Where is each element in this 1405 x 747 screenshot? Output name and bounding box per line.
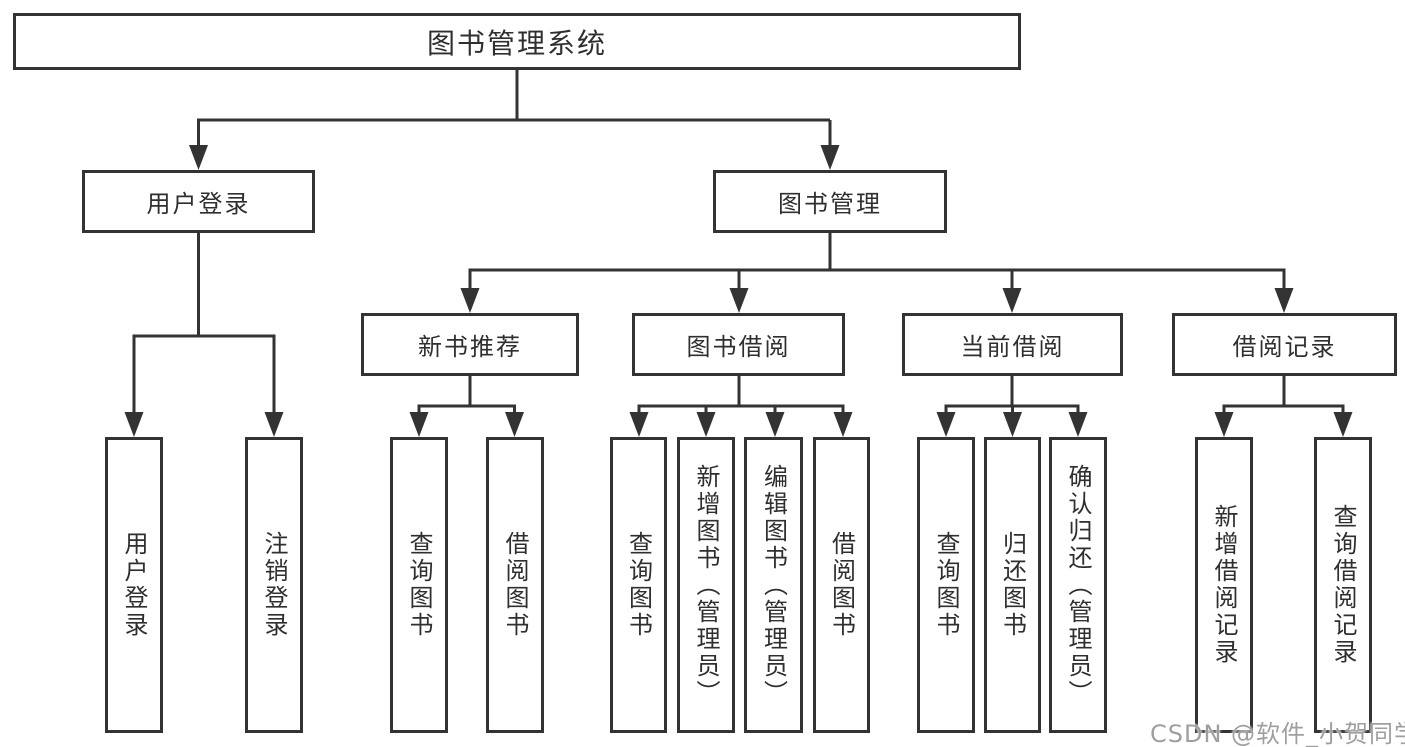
leaf-br-query-record: 查询借阅记录 bbox=[1314, 437, 1372, 733]
leaf-cb-query-books: 查询图书 bbox=[917, 437, 975, 733]
leaf-bb-add-books-admin: 新增图书（管理员） bbox=[677, 437, 735, 733]
branch-bookmgmt-to-level3 bbox=[468, 233, 1286, 293]
leaf-cb-return-books: 归还图书 bbox=[984, 437, 1041, 733]
node-borrow-records: 借阅记录 bbox=[1172, 313, 1397, 376]
node-new-book-recommend: 新书推荐 bbox=[361, 313, 579, 376]
node-book-management: 图书管理 bbox=[713, 170, 947, 233]
leaf-br-add-record: 新增借阅记录 bbox=[1195, 437, 1253, 733]
leaf-bb-query-books: 查询图书 bbox=[610, 437, 667, 733]
leaf-nbr-query-books: 查询图书 bbox=[390, 437, 448, 733]
branch-root-to-level2 bbox=[197, 70, 832, 150]
leaf-user-login: 用户登录 bbox=[105, 437, 163, 733]
leaf-logout: 注销登录 bbox=[245, 437, 303, 733]
arrowheads bbox=[124, 145, 1353, 437]
node-root-system: 图书管理系统 bbox=[13, 13, 1021, 70]
node-current-borrow: 当前借阅 bbox=[902, 313, 1123, 376]
leaf-bb-borrow-books: 借阅图书 bbox=[813, 437, 870, 733]
node-user-login: 用户登录 bbox=[82, 170, 315, 233]
leaf-bb-edit-books-admin: 编辑图书（管理员） bbox=[744, 437, 803, 733]
leaf-cb-confirm-return-admin: 确认归还（管理员） bbox=[1049, 437, 1107, 733]
branch-userlogin-to-leaves bbox=[132, 233, 276, 416]
branch-level3-to-leaves bbox=[417, 376, 1345, 416]
csdn-watermark: CSDN @软件_小贺同学 bbox=[1150, 720, 1405, 747]
node-book-borrow: 图书借阅 bbox=[632, 313, 845, 376]
leaf-nbr-borrow-books: 借阅图书 bbox=[486, 437, 544, 733]
